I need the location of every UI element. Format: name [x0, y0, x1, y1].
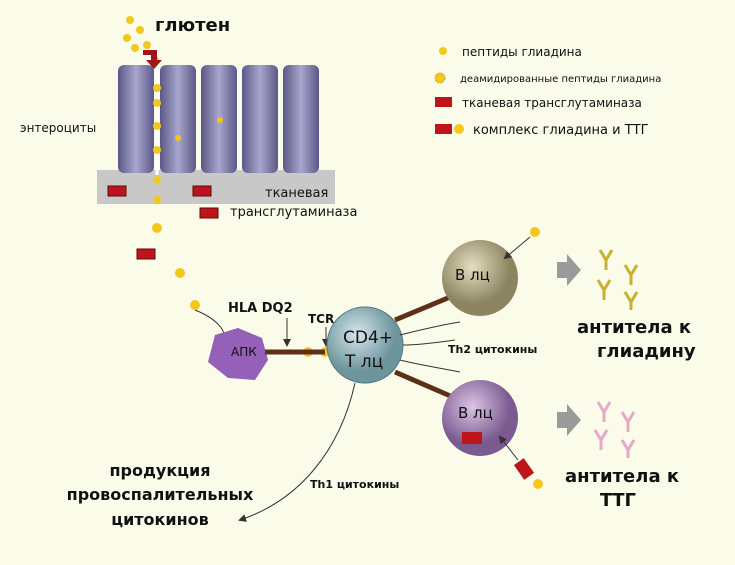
entry-arrow-icon	[143, 50, 162, 69]
enterocyte-layer	[97, 50, 335, 204]
label-t-cell: Т лц	[344, 352, 383, 372]
label-th2: Th2 цитокины	[448, 343, 537, 356]
label-antibodies-ttg-1: антитела к	[565, 466, 679, 487]
ttg-red-block-icon	[435, 97, 452, 107]
transport-peptides	[153, 84, 223, 204]
th1-arrow	[238, 382, 356, 522]
label-cd4: CD4+	[343, 328, 393, 348]
legend-item: деамидированные пептиды глиадина	[460, 74, 661, 85]
cytokine-lines	[399, 321, 461, 373]
label-b-cell-bottom: В лц	[458, 404, 493, 422]
peptide-dot-icon	[439, 47, 447, 55]
arrow-to-antibodies-icon	[557, 404, 581, 436]
legend-item: комплекс глиадина и ТТГ	[473, 123, 649, 138]
legend: пептиды глиадина деамидированные пептиды…	[434, 45, 661, 138]
label-antibodies-gliadin-1: антитела к	[577, 317, 691, 338]
title-gluten: глютен	[155, 15, 230, 36]
label-b-cell-top: В лц	[455, 266, 490, 284]
apc-cell	[208, 328, 268, 380]
label-ttg-line1: тканевая	[265, 186, 328, 201]
b-cell-gliadin	[442, 240, 518, 316]
complex-block-star-icon	[435, 124, 452, 134]
label-antibodies-gliadin-2: глиадину	[597, 341, 696, 362]
antibodies-gliadin-icon	[596, 249, 639, 310]
label-apc: АПК	[231, 345, 257, 359]
ttg-blocks	[107, 185, 219, 260]
label-hla: HLA DQ2	[228, 301, 293, 316]
label-production-3: цитокинов	[111, 510, 209, 529]
legend-item: пептиды глиадина	[462, 45, 582, 59]
label-enterocytes: энтероциты	[20, 121, 96, 135]
label-antibodies-ttg-2: ТТГ	[600, 490, 636, 511]
deamidated-peptide-star-icon	[434, 72, 446, 84]
label-th1: Th1 цитокины	[310, 478, 399, 491]
legend-item: тканевая трансглутаминаза	[462, 96, 642, 110]
deamidated-peptides	[152, 223, 543, 489]
label-production-2: провоспалительных	[67, 485, 254, 504]
label-tcr: TCR	[308, 312, 334, 326]
label-production-1: продукция	[109, 461, 210, 480]
label-ttg-line2: трансглутаминаза	[230, 205, 357, 220]
antibodies-ttg-icon	[593, 401, 636, 458]
arrow-to-antibodies-icon	[557, 254, 581, 286]
